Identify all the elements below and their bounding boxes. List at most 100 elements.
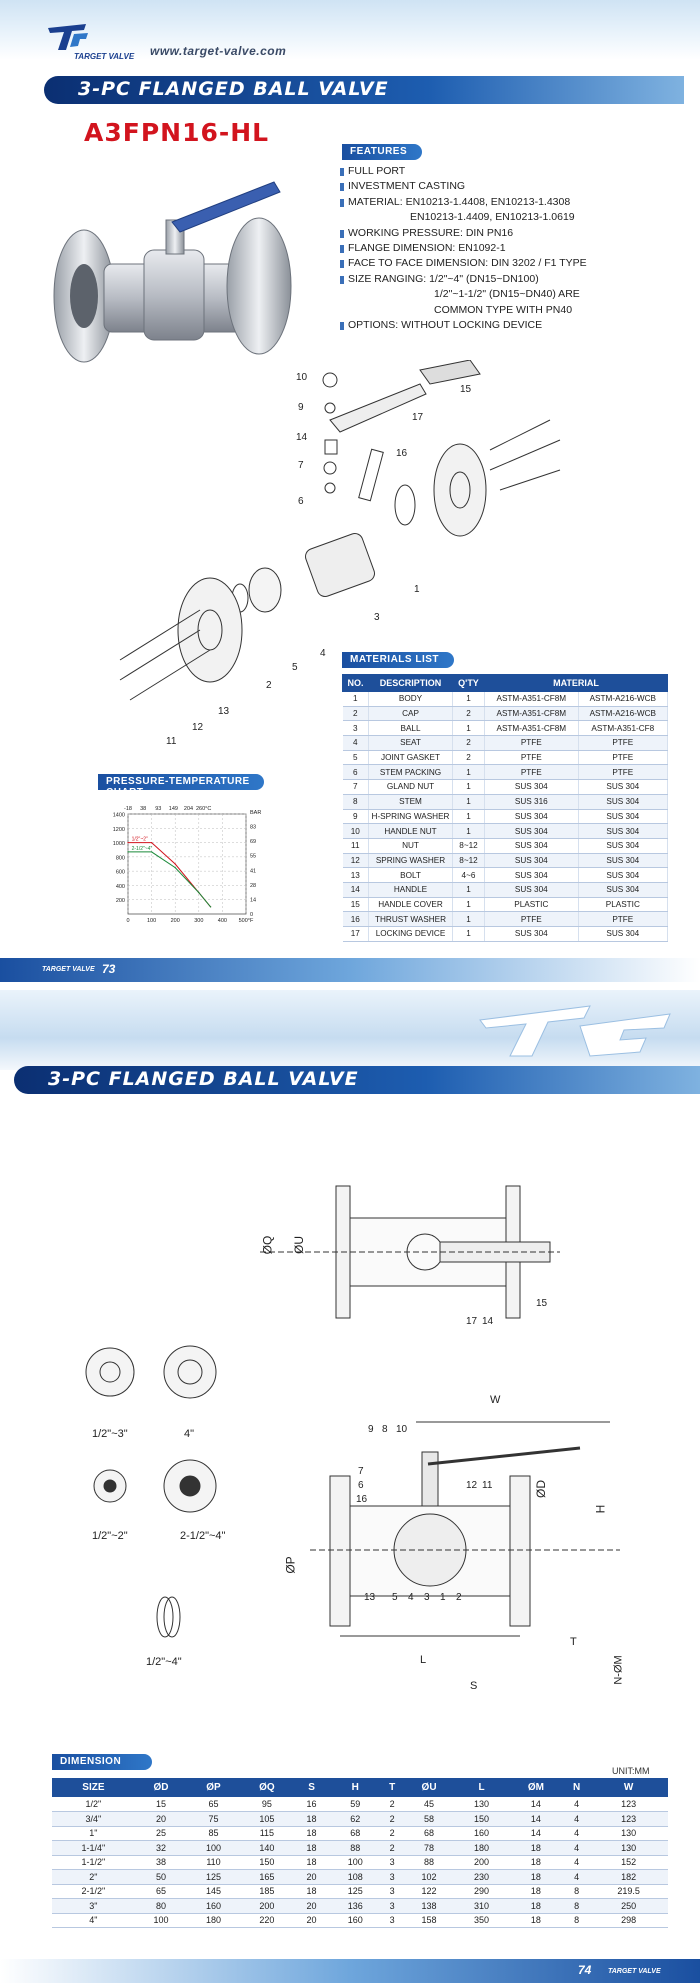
table-cell: 4 [563,1826,590,1841]
x-tick-label: 500°F [239,918,254,924]
table-cell: 2 [381,1840,403,1856]
col-header-description: DESCRIPTION [368,674,453,692]
table-cell: 1 [342,691,369,707]
table-cell: SUS 304 [484,809,579,825]
callout-1: 1 [414,584,420,595]
series-point-0 [174,863,176,865]
callout-14-b: 14 [482,1316,494,1327]
table-cell: ASTM-A216-WCB [578,706,669,722]
col-header: W [589,1778,668,1797]
table-cell: 16 [342,911,369,927]
page2-title: 3-PC FLANGED BALL VALVE [48,1068,359,1090]
y-tick-label: 600 [116,870,125,876]
col-header: H [329,1778,382,1797]
page-number-74: 74 [578,1963,592,1977]
table-cell: 8 [563,1884,590,1899]
table-cell: ASTM-A351-CF8 [578,720,669,737]
valve-photo-image [53,181,292,363]
table-cell: PTFE [484,911,579,927]
table-cell: 2 [452,735,485,751]
table-cell: 3 [381,1855,403,1870]
table-cell: 136 [329,1898,382,1914]
x-tick-label: 400 [218,918,227,924]
table-cell: 68 [329,1826,382,1841]
series-point-1 [127,851,129,853]
table-cell: 14 [507,1811,564,1827]
table-cell: 8 [563,1898,590,1914]
flange-label: 2-1/2"~4" [180,1530,226,1542]
table-cell: 38 [134,1855,188,1870]
table-cell: SUS 304 [484,926,579,942]
table-cell: 18 [507,1840,564,1856]
table-cell: PTFE [484,750,579,766]
callout-17-b: 17 [466,1316,478,1327]
y-tick-label: 200 [116,898,125,904]
table-cell: 32 [134,1840,188,1856]
table-cell: PTFE [578,911,669,927]
feature-item: MATERIAL: EN10213-1.4408, EN10213-1.4308 [340,195,670,210]
dim-label-w: W [490,1394,501,1406]
callout-3: 3 [374,612,380,623]
col-header: ØD [134,1778,188,1797]
table-cell: 8~12 [452,838,485,854]
table-cell: 250 [589,1898,668,1914]
table-cell: 1 [452,926,485,942]
series-point-1 [210,906,212,908]
table-cell: SUS 304 [484,867,579,883]
x-top-tick-label: 38 [140,806,146,812]
table-cell: SEAT [368,735,453,751]
callout-15: 15 [460,384,472,395]
table-cell: 18 [507,1898,564,1914]
dim-label-l: L [420,1654,427,1666]
table-cell: 290 [455,1884,508,1899]
callout-2: 2 [266,680,272,691]
y-tick-label: 400 [116,884,125,890]
callout-13: 13 [218,706,230,717]
table-cell: 4 [563,1811,590,1827]
series-label: 1/2"~2" [132,837,148,843]
table-cell: SUS 304 [578,853,669,869]
table-cell: 200 [239,1898,295,1914]
unit-label: UNIT:MM [612,1766,650,1776]
table-cell: 8 [342,794,369,810]
table-cell: 123 [589,1797,668,1812]
feature-item: EN10213-1.4409, EN10213-1.0619 [410,211,575,224]
table-cell: ASTM-A351-CF8M [484,720,579,737]
col-header: ØP [187,1778,240,1797]
table-cell: 1 [452,691,485,707]
table-cell: 1 [452,823,485,839]
chart-plot-area [127,813,247,915]
table-cell: 180 [455,1840,508,1856]
callout-6-b: 6 [358,1480,364,1491]
table-cell: 1 [452,911,485,927]
table-cell: 125 [329,1884,382,1899]
table-cell: PTFE [578,750,669,766]
table-cell: 145 [187,1884,240,1899]
callout-5: 5 [292,662,298,673]
col-header: T [381,1778,403,1797]
table-cell: 4 [563,1797,590,1812]
feature-item: FLANGE DIMENSION: EN1092-1 [340,241,670,256]
page-title: 3-PC FLANGED BALL VALVE [78,78,389,100]
table-cell: SUS 304 [578,882,669,898]
y-right-tick-label: BAR [250,810,261,816]
table-cell: 80 [134,1898,188,1914]
website-url[interactable]: www.target-valve.com [150,44,287,58]
callout-12: 12 [192,722,204,733]
table-cell: 45 [402,1797,456,1812]
callout-9: 9 [298,402,304,413]
table-cell: 20 [294,1913,330,1928]
table-cell: 4 [563,1840,590,1856]
callout-9-b: 9 [368,1424,374,1435]
callout-8-b: 8 [382,1424,388,1435]
table-cell: SUS 304 [484,823,579,839]
table-cell: 230 [455,1869,508,1885]
feature-item: OPTIONS: WITHOUT LOCKING DEVICE [340,318,670,333]
table-cell: 14 [342,882,369,898]
model-number: A3FPN16-HL [84,118,270,147]
table-cell: 122 [402,1884,456,1899]
table-cell: 17 [342,926,369,942]
